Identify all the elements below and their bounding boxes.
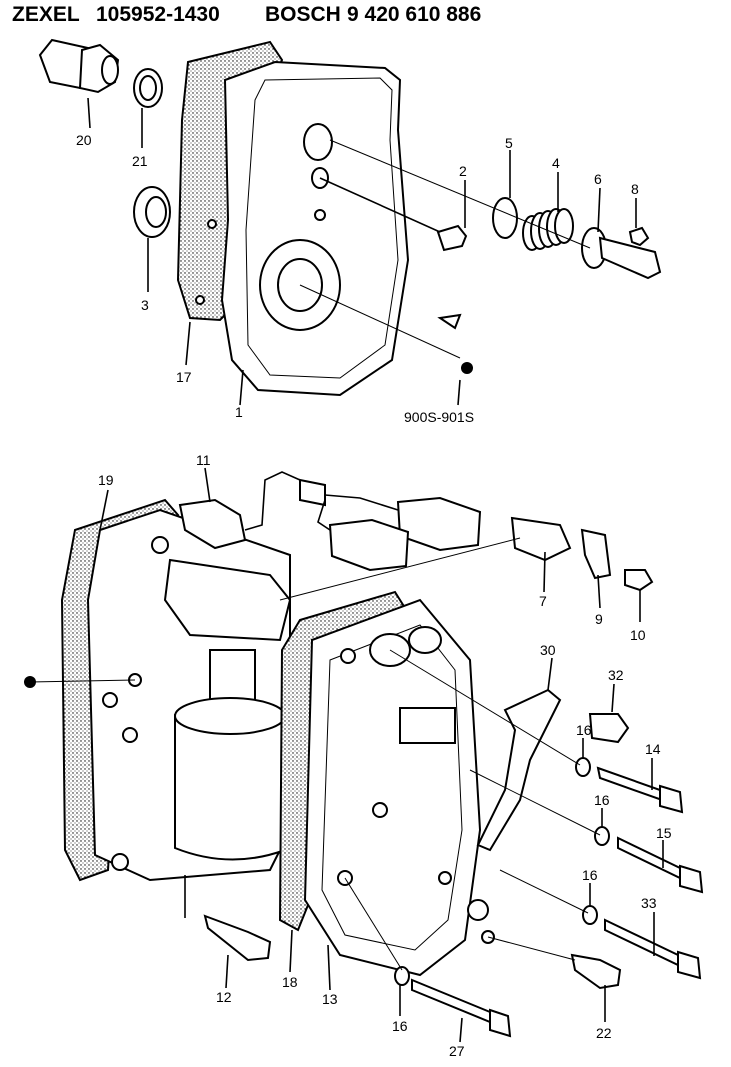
part-11-hose bbox=[178, 471, 301, 550]
part-8-screw bbox=[628, 226, 650, 247]
label-18: 18 bbox=[282, 974, 298, 990]
part-900s-901s bbox=[437, 313, 473, 374]
label-19: 19 bbox=[98, 472, 114, 488]
header-brand-zexel: ZEXEL bbox=[12, 3, 80, 26]
part-13-cover bbox=[303, 598, 495, 977]
bolts-and-washers bbox=[203, 757, 704, 1038]
label-4: 4 bbox=[552, 155, 560, 171]
part-9-bracket bbox=[580, 528, 612, 580]
header-part-number-zexel: 105952-1430 bbox=[96, 3, 220, 26]
label-33: 33 bbox=[641, 895, 657, 911]
part-20-plug bbox=[38, 38, 120, 94]
label-30: 30 bbox=[540, 642, 556, 658]
wiring-harness bbox=[299, 478, 482, 572]
part-32-bolt bbox=[588, 713, 630, 744]
label-32: 32 bbox=[608, 667, 624, 683]
part-3-seal bbox=[133, 186, 171, 238]
label-9: 9 bbox=[595, 611, 603, 627]
label-10: 10 bbox=[630, 627, 646, 643]
label-7: 7 bbox=[539, 593, 547, 609]
label-8: 8 bbox=[631, 181, 639, 197]
lower-leader-lines bbox=[29, 467, 664, 1043]
header-part-number-bosch: 9 420 610 886 bbox=[347, 3, 482, 26]
label-16-a: 16 bbox=[576, 722, 592, 738]
label-6: 6 bbox=[594, 171, 602, 187]
label-12: 12 bbox=[216, 989, 232, 1005]
label-14: 14 bbox=[645, 741, 661, 757]
header-brand-bosch: BOSCH bbox=[265, 3, 341, 26]
label-5: 5 bbox=[505, 135, 513, 151]
label-20: 20 bbox=[76, 132, 92, 148]
label-21: 21 bbox=[132, 153, 148, 169]
part-1-housing bbox=[195, 60, 410, 397]
upper-leader-lines bbox=[87, 97, 637, 406]
part-6-lever bbox=[581, 227, 662, 280]
part-labels: 20 21 3 17 1 2 5 4 6 8 900S-901S 19 11 7… bbox=[76, 132, 672, 1059]
label-2: 2 bbox=[459, 163, 467, 179]
label-16-b: 16 bbox=[594, 792, 610, 808]
label-16-d: 16 bbox=[392, 1018, 408, 1034]
part-4-spring bbox=[522, 208, 574, 251]
label-16-c: 16 bbox=[582, 867, 598, 883]
label-27: 27 bbox=[449, 1043, 465, 1059]
label-13: 13 bbox=[322, 991, 338, 1007]
label-15: 15 bbox=[656, 825, 672, 841]
label-22: 22 bbox=[596, 1025, 612, 1041]
diagram-header: ZEXEL 105952-1430 BOSCH 9 420 610 886 bbox=[0, 0, 731, 30]
part-7-connector bbox=[510, 516, 572, 562]
label-1: 1 bbox=[235, 404, 243, 420]
governor-body bbox=[24, 508, 292, 882]
part-21-washer bbox=[133, 68, 163, 108]
label-11: 11 bbox=[196, 452, 211, 468]
part-5-ring bbox=[492, 197, 518, 239]
label-900s-901s: 900S-901S bbox=[404, 409, 474, 425]
part-2-bolt bbox=[319, 177, 468, 252]
label-3: 3 bbox=[141, 297, 149, 313]
part-10-bolt bbox=[624, 569, 654, 592]
part-30-arm bbox=[476, 688, 562, 852]
label-17: 17 bbox=[176, 369, 192, 385]
